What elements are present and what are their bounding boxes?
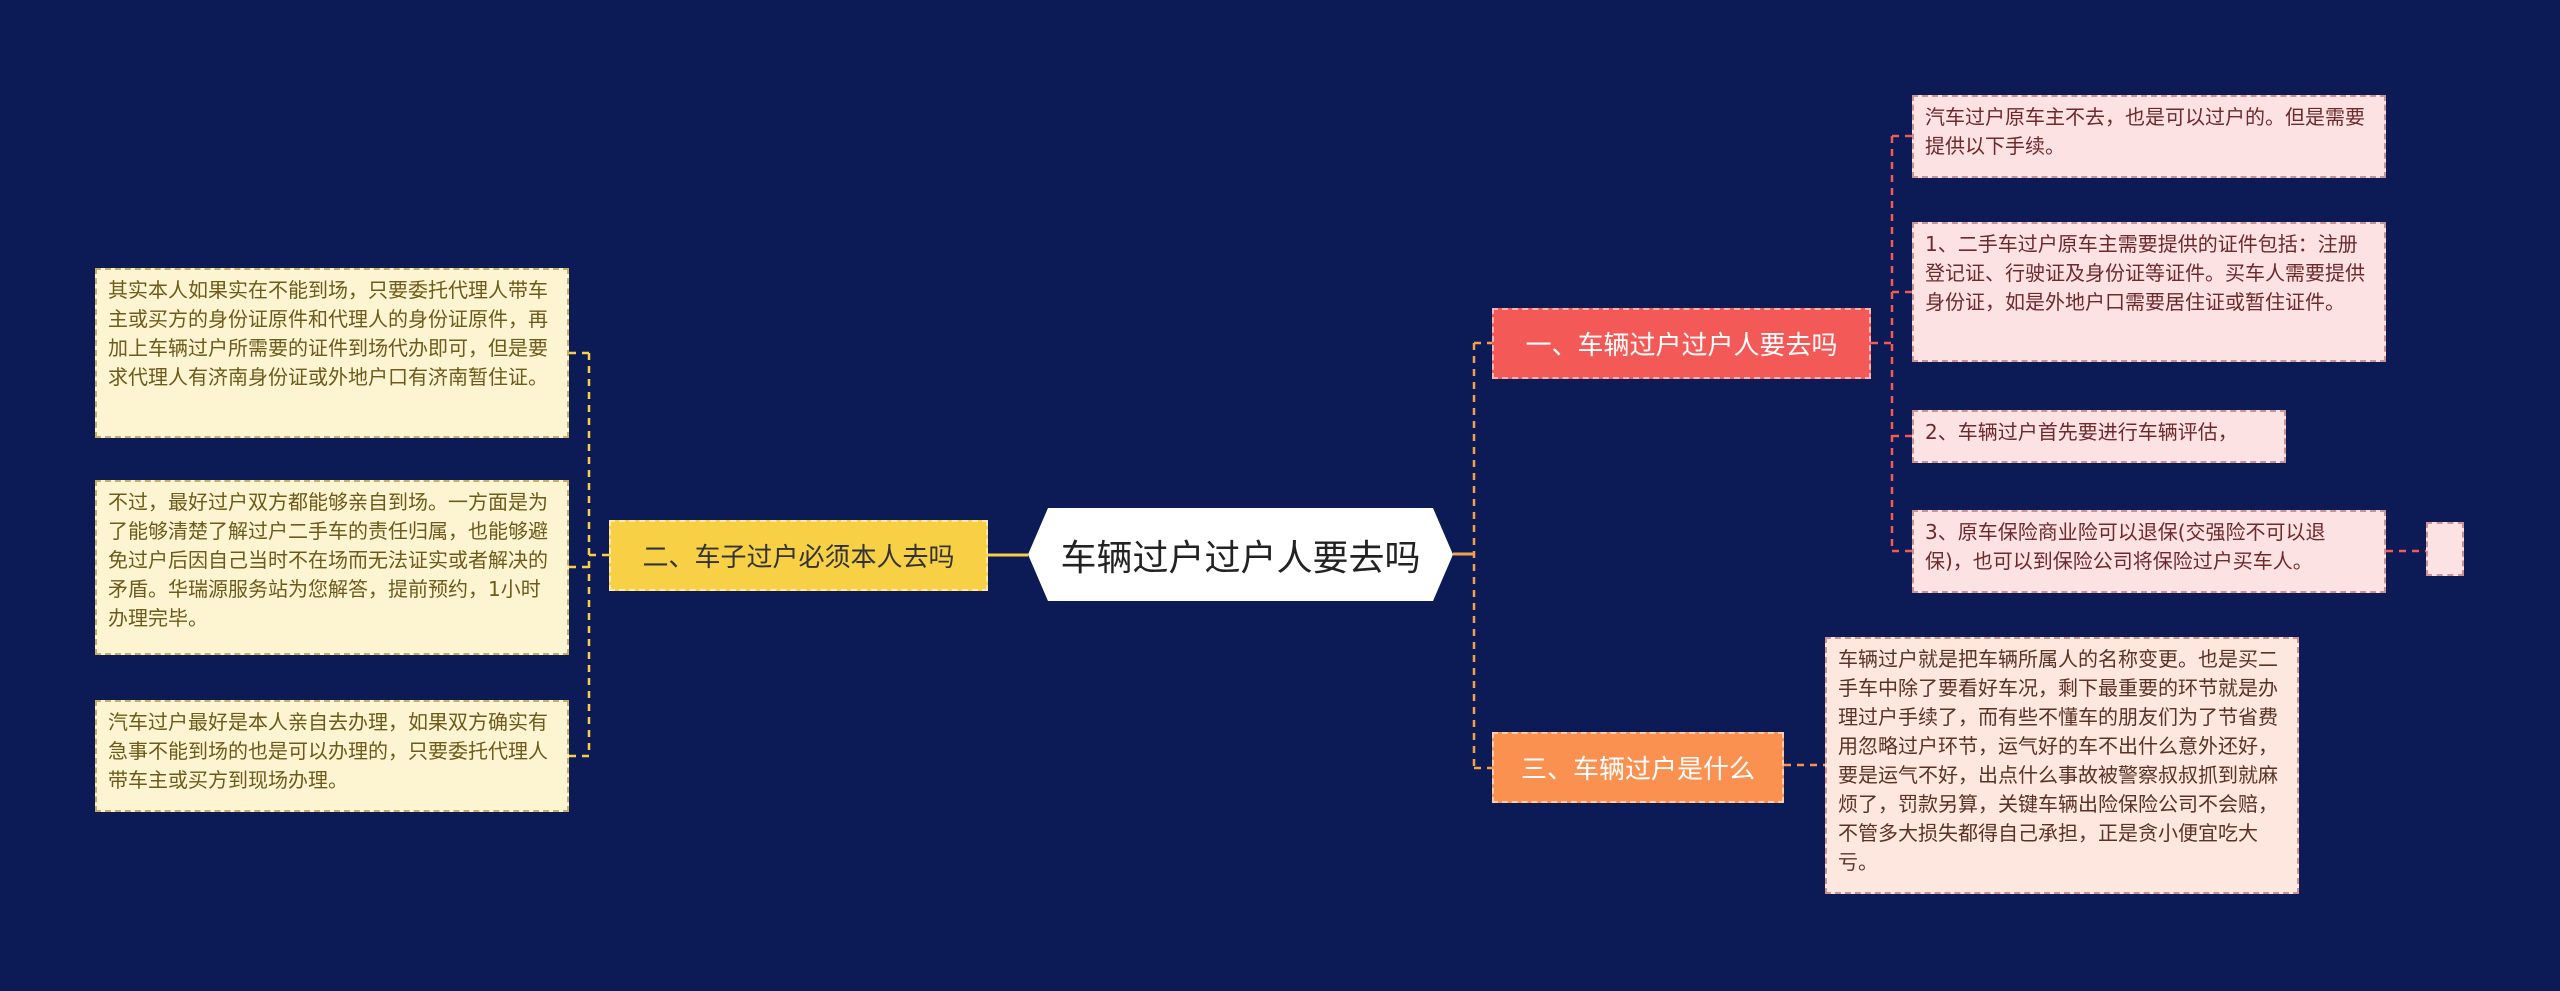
leaf-node: 不过，最好过户双方都能够亲自到场。一方面是为了能够清楚了解过户二手车的责任归属，…	[95, 480, 569, 655]
leaf-node: 汽车过户原车主不去，也是可以过户的。但是需要提供以下手续。	[1912, 95, 2386, 178]
leaf-node: 1、二手车过户原车主需要提供的证件包括：注册登记证、行驶证及身份证等证件。买车人…	[1912, 222, 2386, 362]
leaf-node: 车辆过户就是把车辆所属人的名称变更。也是买二手车中除了要看好车况，剩下最重要的环…	[1825, 637, 2299, 894]
empty-leaf-node	[2426, 522, 2464, 576]
leaf-node: 3、原车保险商业险可以退保(交强险不可以退保)，也可以到保险公司将保险过户买车人…	[1912, 510, 2386, 593]
central-topic: 车辆过户过户人要去吗	[1028, 508, 1453, 601]
branch-topic-2: 二、车子过户必须本人去吗	[609, 520, 988, 591]
branch-topic-1: 一、车辆过户过户人要去吗	[1492, 308, 1871, 379]
branch-topic-3: 三、车辆过户是什么	[1492, 732, 1784, 803]
leaf-node: 汽车过户最好是本人亲自去办理，如果双方确实有急事不能到场的也是可以办理的，只要委…	[95, 700, 569, 812]
leaf-node: 2、车辆过户首先要进行车辆评估，	[1912, 410, 2286, 463]
leaf-node: 其实本人如果实在不能到场，只要委托代理人带车主或买方的身份证原件和代理人的身份证…	[95, 268, 569, 438]
